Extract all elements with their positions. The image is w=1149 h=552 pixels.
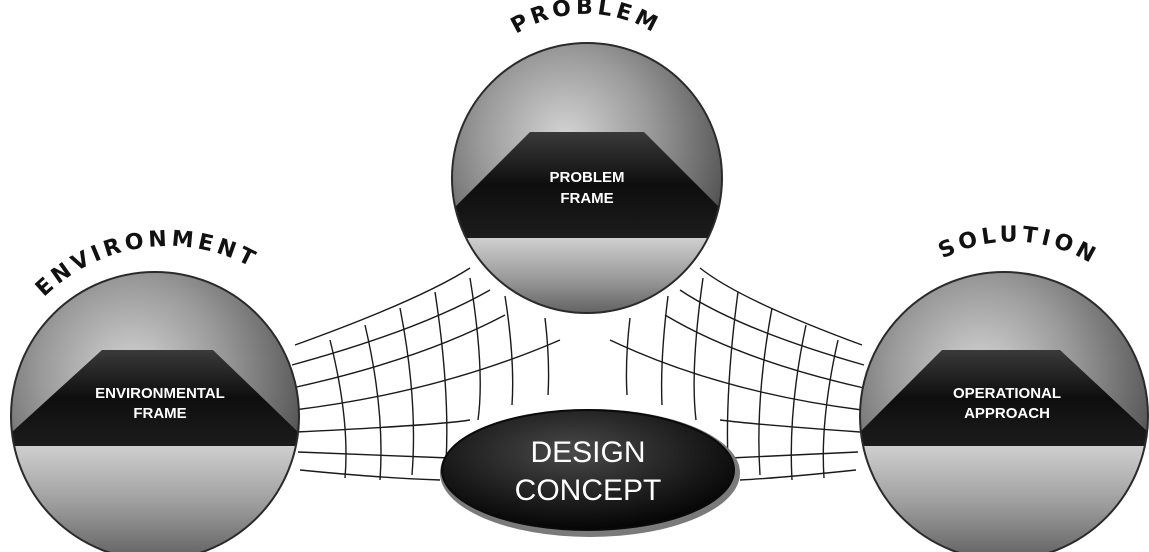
environment-frame-line2: FRAME bbox=[133, 405, 186, 422]
problem-frame-line2: FRAME bbox=[560, 190, 613, 207]
concept-line1: DESIGN bbox=[530, 436, 645, 469]
concept-line2: CONCEPT bbox=[515, 474, 662, 507]
solution-node: SOLUTION OPERATIONAL APPROACH bbox=[850, 222, 1149, 552]
environment-frame-line1: ENVIRONMENTAL bbox=[95, 385, 225, 402]
design-concept-node: DESIGN CONCEPT bbox=[440, 409, 740, 537]
environment-node: ENVIRONMENT ENVIRONMENTAL FRAME bbox=[0, 227, 310, 552]
solution-title: SOLUTION bbox=[935, 222, 1103, 270]
problem-frame-line1: PROBLEM bbox=[550, 169, 625, 186]
solution-frame-line1: OPERATIONAL bbox=[953, 385, 1061, 402]
problem-title: PROBLEM bbox=[507, 0, 665, 39]
solution-frame-line2: APPROACH bbox=[964, 405, 1050, 422]
